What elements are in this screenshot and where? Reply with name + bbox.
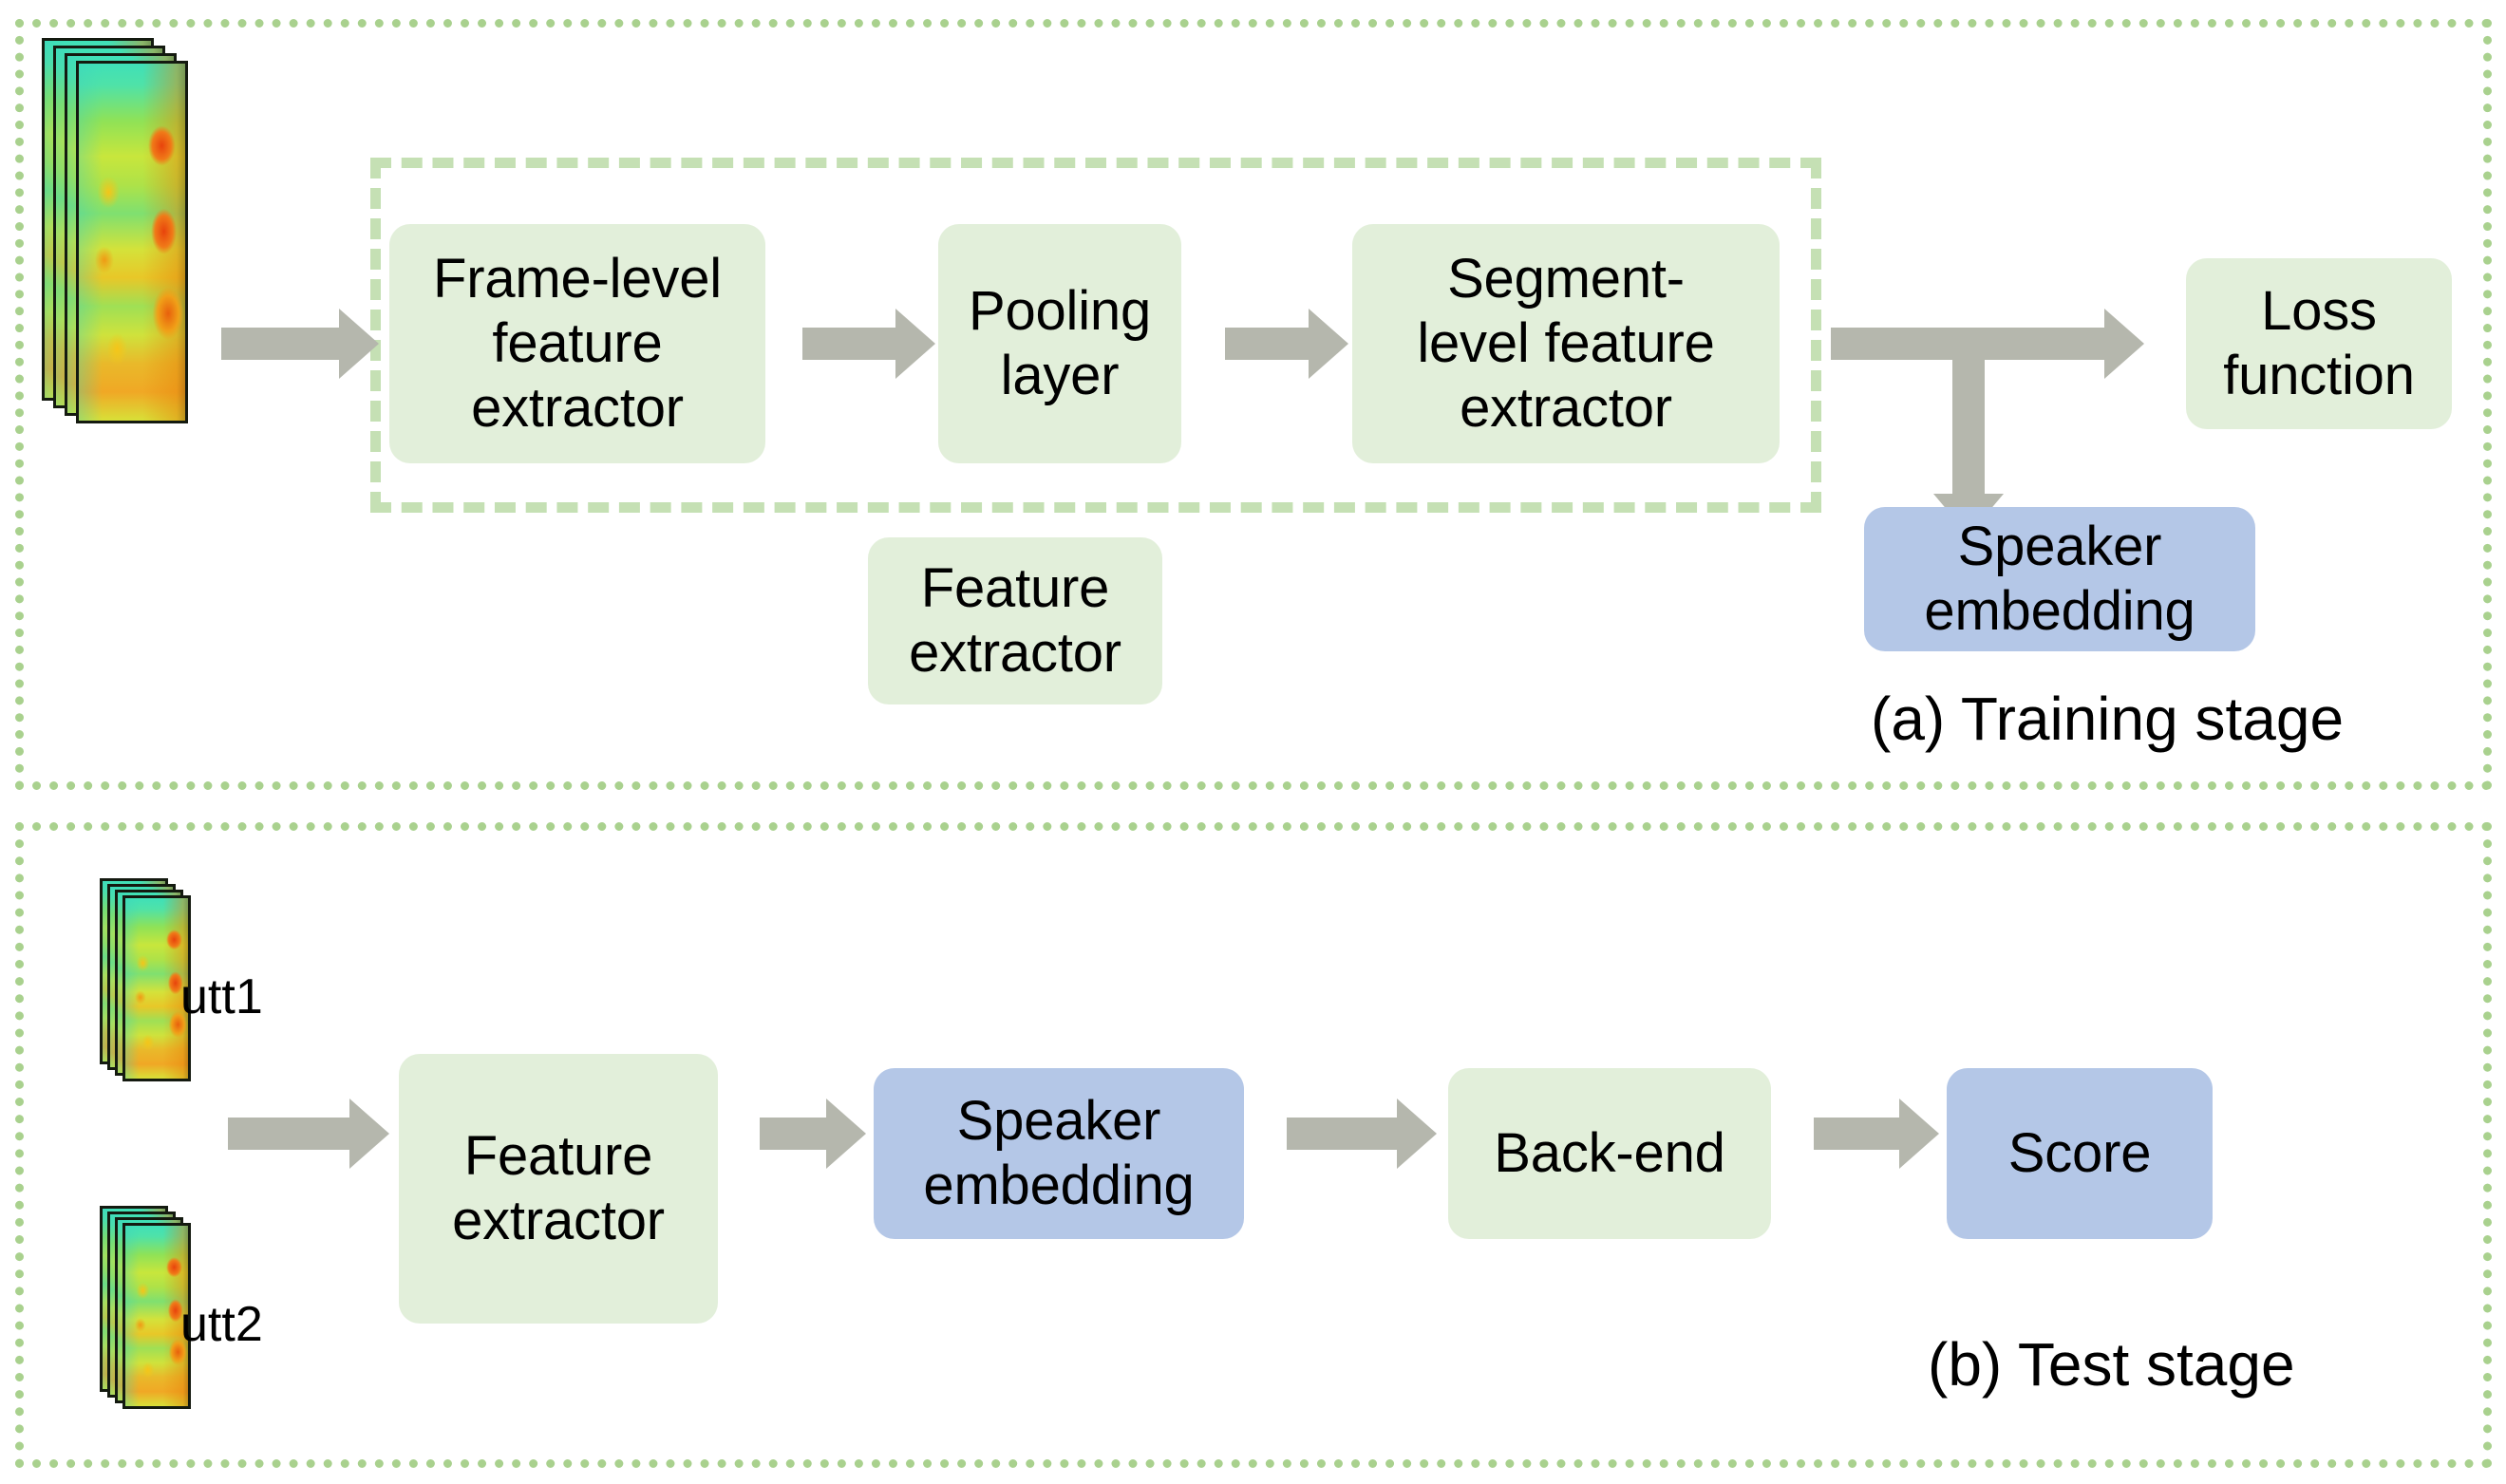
label-utt2: utt2	[180, 1297, 263, 1352]
utt1-spectrogram-stack-icon	[100, 878, 204, 1087]
node-pooling-layer[interactable]: Pooling layer	[938, 224, 1181, 463]
training-stage-panel	[15, 19, 2492, 790]
arrow-branch-to-speaker-embedding-icon	[1952, 344, 1985, 496]
input-spectrogram-stack-icon	[42, 38, 194, 423]
node-speaker-embedding-training[interactable]: Speaker embedding	[1864, 507, 2255, 651]
utt2-spectrogram-stack-icon	[100, 1206, 204, 1415]
arrow-speaker-embedding-to-backend-icon	[1287, 1118, 1399, 1150]
node-loss-function[interactable]: Loss function	[2186, 258, 2452, 429]
caption-test-stage: (b) Test stage	[1928, 1330, 2295, 1399]
arrow-frame-level-to-pooling-icon	[802, 328, 897, 360]
node-speaker-embedding-test[interactable]: Speaker embedding	[874, 1068, 1244, 1239]
node-score[interactable]: Score	[1947, 1068, 2213, 1239]
arrow-utterances-to-feature-extractor-icon	[228, 1118, 351, 1150]
spectrogram-sheet	[76, 61, 188, 423]
arrow-backend-to-score-icon	[1814, 1118, 1901, 1150]
node-feature-extractor-test[interactable]: Feature extractor	[399, 1054, 718, 1324]
label-utt1: utt1	[180, 969, 263, 1024]
node-segment-level-feature-extractor[interactable]: Segment- level feature extractor	[1352, 224, 1780, 463]
test-stage-panel	[15, 822, 2492, 1468]
caption-training-stage: (a) Training stage	[1871, 685, 2345, 753]
node-frame-level-feature-extractor[interactable]: Frame-level feature extractor	[389, 224, 765, 463]
arrow-pooling-to-segment-level-icon	[1225, 328, 1310, 360]
arrow-input-to-frame-level-icon	[221, 328, 341, 360]
spectrogram-sheet	[122, 1223, 191, 1409]
node-back-end[interactable]: Back-end	[1448, 1068, 1771, 1239]
label-feature-extractor-group: Feature extractor	[868, 537, 1162, 704]
spectrogram-sheet	[122, 895, 191, 1081]
arrow-feature-extractor-to-speaker-embedding-icon	[760, 1118, 828, 1150]
